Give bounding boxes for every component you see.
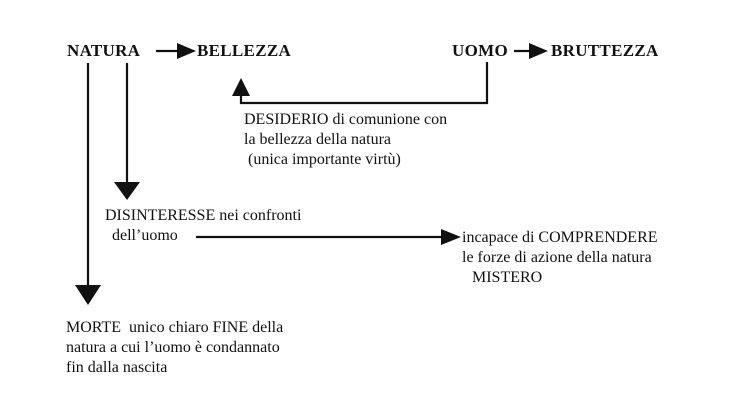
morte-line-3: fin dalla nascita xyxy=(66,359,168,376)
arrow-natura-bellezza xyxy=(156,43,196,59)
incapace-text: incapace di COMPRENDERE le forze di azio… xyxy=(462,228,658,288)
node-bruttezza: BRUTTEZZA xyxy=(551,41,659,60)
incapace-line-3: MISTERO xyxy=(472,269,543,286)
disinteresse-line-2: dell’uomo xyxy=(112,227,178,244)
morte-line-1: MORTE unico chiaro FINE della xyxy=(66,319,284,336)
node-bellezza: BELLEZZA xyxy=(197,41,292,60)
arrow-desiderio xyxy=(232,62,489,105)
incapace-line-1: incapace di COMPRENDERE xyxy=(462,229,658,246)
incapace-line-2: le forze di azione della natura xyxy=(462,249,652,266)
desiderio-line-1: DESIDERIO di comunione con xyxy=(244,111,448,128)
disinteresse-text: DISINTERESSE nei confronti dell’uomo xyxy=(105,206,301,246)
arrow-uomo-bruttezza xyxy=(514,43,548,59)
node-uomo: UOMO xyxy=(452,41,508,60)
desiderio-line-3: (unica importante virtù) xyxy=(248,151,401,168)
arrow-natura-disinteresse xyxy=(114,63,140,200)
morte-text: MORTE unico chiaro FINE della natura a c… xyxy=(66,318,283,378)
arrow-disinteresse-incapace xyxy=(196,229,461,245)
disinteresse-line-1: DISINTERESSE nei confronti xyxy=(105,207,302,224)
desiderio-line-2: la bellezza della natura xyxy=(244,131,392,148)
arrow-natura-morte xyxy=(75,63,101,305)
morte-line-2: natura a cui l’uomo è condannato xyxy=(66,339,280,356)
desiderio-text: DESIDERIO di comunione con la bellezza d… xyxy=(244,110,447,170)
node-natura: NATURA xyxy=(67,41,141,60)
